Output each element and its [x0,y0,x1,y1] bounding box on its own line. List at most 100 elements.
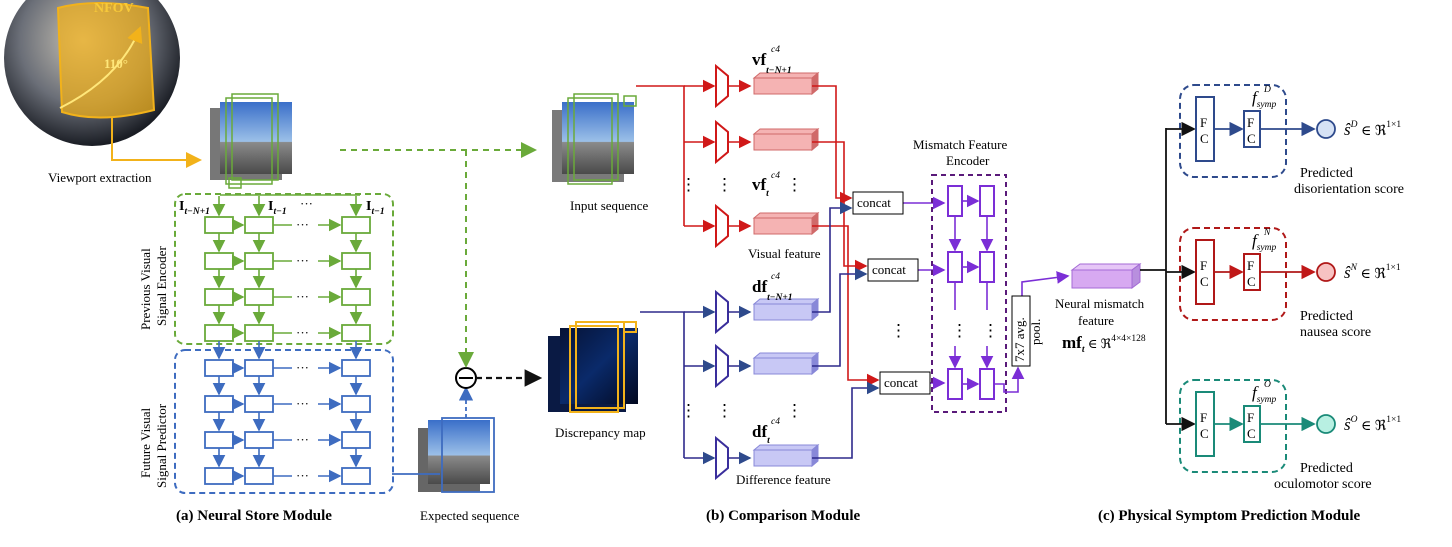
lstm-cell [341,252,371,270]
f-symp-sub: symp [1257,395,1277,405]
concat-dots: ⋮ [890,321,907,340]
nfov-label: NFOV [94,1,134,16]
fc-label: C [1247,426,1256,441]
lstm-cell [341,359,371,377]
lstm-cell [244,324,274,342]
frame-highlight [567,97,613,185]
fc-label: F [1247,410,1254,425]
lstm-cell [244,431,274,449]
mfe-cell [979,251,995,283]
mismatch-encoder-box [931,174,1007,413]
concat-box-3 [879,371,931,395]
concat-box-1 [852,191,904,215]
score-label-line2: oculomotor score [1274,477,1372,492]
input-sequence-stack [552,93,637,185]
encoder-label-line1: Previous Visual [138,248,153,330]
visual-feature-block-top [752,128,820,135]
symptom-branch-box [1179,227,1287,321]
encoder-dots-blue-1: ⋮ [680,401,697,420]
encoder-dots-red-1: ⋮ [680,175,697,194]
difference-encoder-cnn [715,343,729,389]
visual-feature-block-front [753,217,813,235]
frame-image [562,102,634,174]
fc-label: F [1200,115,1207,130]
mfe-cell [979,368,995,400]
visual-feature-block-top [752,212,820,219]
frame-highlight [228,177,242,189]
f-symp-sup: N [1263,228,1271,238]
viewport-extraction: NFOV 110° Viewport extraction [4,0,202,185]
cell-ellipsis: ··· [296,253,309,268]
f-symp-sup: D [1263,85,1271,95]
viewport-arrow [111,118,202,168]
concat-box-2 [867,258,919,282]
lstm-cell [204,467,234,485]
subtraction-operator [455,367,477,389]
lstm-cell [244,252,274,270]
expected-frame-stack [418,417,495,493]
df-to-concat-1 [812,201,853,313]
frame-highlight [231,93,279,181]
score-space-sup: 1×1 [1386,415,1401,425]
vf-bottom-label: vft [752,175,769,199]
score-hat: ŝ [1344,415,1351,434]
fc-label: F [1200,410,1207,425]
fc-label: F [1247,258,1254,273]
difference-feature-block-top [752,444,820,451]
mfe-to-pool-arrow [994,366,1025,393]
cell-ellipsis: ··· [296,432,309,447]
difference-feature-block-front [753,357,813,375]
f-symp-sup: O [1264,380,1271,390]
vf-bottom-sup: c4 [771,171,780,181]
symptom-branch-box [1179,379,1287,473]
discrepancy-highlight [575,321,625,409]
input-label-second: It−1 [268,199,287,217]
angle-arc [59,26,143,109]
mfe-dots-1: ⋮ [951,321,968,340]
discrepancy-highlight [569,325,619,413]
difference-encoder-cnn [715,435,729,481]
lstm-cell [341,324,371,342]
df-top-sup: c4 [771,272,780,282]
angle-label: 110° [104,56,128,71]
future-visual-signal-predictor-box [174,349,394,494]
fc-label: C [1247,131,1256,146]
mismatch-encoder-title-line2: Encoder [946,153,990,168]
lstm-cell [204,431,234,449]
f-symp-sub: symp [1257,100,1277,110]
vf-top-label: vft−N+1 [752,50,792,76]
vf-dots: ⋮ [786,175,803,194]
visual-encoder-cnn [715,63,729,109]
input-frame-stack-a [210,93,292,189]
fc-label: C [1247,274,1256,289]
vf-to-concat-3 [812,225,880,387]
frame-highlight [573,93,619,181]
lstm-cell [204,395,234,413]
avg-pool-box [1011,295,1031,367]
symptom-branch-box [1179,84,1287,178]
pool-label-line2: pool. [1028,319,1043,345]
lstm-cell [204,288,234,306]
score-label-line1: Predicted [1300,309,1353,324]
score-label-line1: Predicted [1300,461,1353,476]
encoder-dots-red-2: ⋮ [716,175,733,194]
comparison-network [636,63,946,481]
fc-label: F [1247,115,1254,130]
caption-neural-store: (a) Neural Store Module [176,508,332,524]
lstm-cell [341,431,371,449]
df-to-concat-3 [812,381,880,459]
visual-encoder-cnn [715,119,729,165]
score-label-line2: nausea score [1300,325,1371,340]
score-space: ∈ ℜ [1358,419,1387,434]
df-to-concat-2 [812,267,868,367]
blue-fanout-line [640,311,685,458]
lstm-cell [204,252,234,270]
frame-highlight [623,95,637,107]
visual-feature-block-front [753,77,813,95]
score-sup: O [1351,415,1358,425]
fc-label: F [1200,258,1207,273]
caption-prediction: (c) Physical Symptom Prediction Module [1098,508,1361,524]
lstm-cell [341,467,371,485]
encoder-cell-grid: ············ [204,194,371,342]
